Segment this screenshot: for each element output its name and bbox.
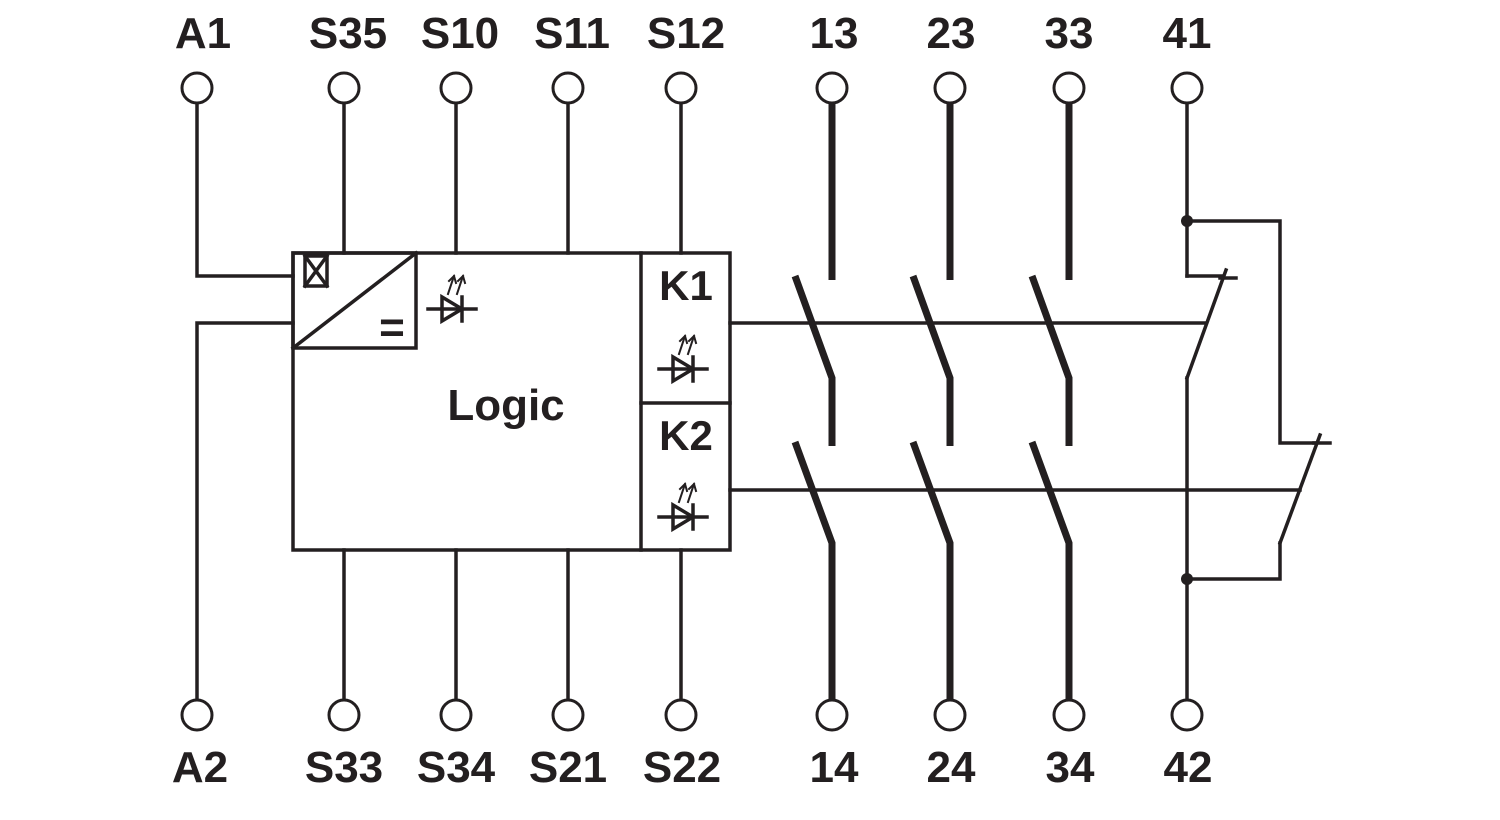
terminal-s35[interactable] [327,71,361,105]
terminal-s22[interactable] [664,698,698,732]
terminal-a1[interactable] [180,71,214,105]
terminal-a2[interactable] [180,698,214,732]
terminal-33[interactable] [1052,71,1086,105]
wire-42-bridge [1185,541,1282,581]
junction-dot-top [1181,215,1193,227]
junction-dot-bottom [1181,573,1193,585]
terminal-s34[interactable] [439,698,473,732]
terminal-42[interactable] [1170,698,1204,732]
fuse-box [303,254,329,288]
label-14: 14 [810,743,859,792]
terminal-s11[interactable] [551,71,585,105]
led-icon [426,274,478,325]
label-41: 41 [1163,9,1212,58]
contact-k2-13-14 [791,440,836,700]
thin-wiring [195,101,1317,702]
terminal-13[interactable] [815,71,849,105]
label-s34: S34 [417,743,496,792]
led-k2 [657,482,709,533]
contact-k2-23-24 [909,440,954,700]
label-13: 13 [810,9,859,58]
terminal-s12[interactable] [664,71,698,105]
logic-label: Logic [447,381,564,430]
label-s11: S11 [534,9,610,58]
label-s22: S22 [643,743,721,792]
top-terminals [180,71,1204,105]
wire-41-bridge [1185,219,1317,445]
nc-contacts-41-42 [1184,267,1332,546]
terminal-s21[interactable] [551,698,585,732]
led-icon [657,482,709,533]
dc-equal-symbol: = [379,303,405,352]
contact-k1-23-24 [909,274,954,446]
label-a2: A2 [172,743,228,792]
terminal-s33[interactable] [327,698,361,732]
label-34: 34 [1046,743,1095,792]
label-s12: S12 [647,9,725,58]
label-s10: S10 [421,9,499,58]
contact-k1-33-34 [1028,274,1073,446]
label-s35: S35 [309,9,387,58]
led-k1 [657,334,709,385]
terminal-41[interactable] [1170,71,1204,105]
power-supply-box [291,251,418,350]
contact-k2-33-34 [1028,440,1073,700]
relay-k2-label: K2 [659,412,713,459]
power-supply-diagonal [290,250,419,351]
wire-a2 [195,321,295,702]
bottom-terminals [180,698,1204,732]
nc-contact-k1 [1184,267,1229,381]
relay-k1-label: K1 [659,262,713,309]
terminal-23[interactable] [933,71,967,105]
terminal-s10[interactable] [439,71,473,105]
label-33: 33 [1045,9,1094,58]
wire-a1 [195,101,295,278]
label-24: 24 [927,743,976,792]
label-23: 23 [927,9,976,58]
top-terminal-labels: A1 S35 S10 S11 S12 13 23 33 41 [175,9,1212,58]
logic-block: = Logic K1 K2 [290,250,732,552]
bottom-terminal-labels: A2 S33 S34 S21 S22 14 24 34 42 [172,743,1213,792]
label-42: 42 [1164,743,1213,792]
led-power [426,274,478,325]
terminal-14[interactable] [815,698,849,732]
label-s21: S21 [529,743,607,792]
label-s33: S33 [305,743,383,792]
terminal-24[interactable] [933,698,967,732]
terminal-34[interactable] [1052,698,1086,732]
nc-contact-k2 [1277,432,1323,546]
label-a1: A1 [175,9,231,58]
led-icon [657,334,709,385]
fuse-cross-b [302,253,330,289]
contact-k1-13-14 [791,274,836,446]
no-contacts [791,103,1073,700]
